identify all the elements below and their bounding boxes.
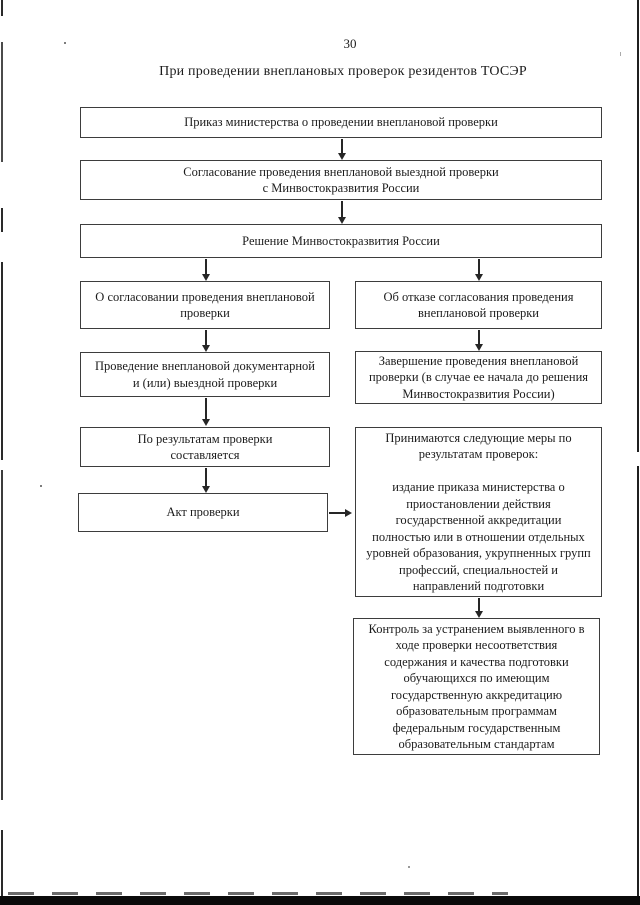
flow-node-conduct-inspection: Проведение внеплановой документарной и (… xyxy=(80,352,330,397)
flow-node-approval-refused: Об отказе согласования проведения внепла… xyxy=(355,281,602,329)
scan-right-border-segment xyxy=(637,466,639,905)
arrow-down-conduct-to-results xyxy=(205,398,207,419)
flow-node-approval-with-minvostok: Согласование проведения внеплановой выез… xyxy=(80,160,602,200)
flow-node-control-of-elimination: Контроль за устранением выявленного в хо… xyxy=(353,618,600,755)
scan-speck xyxy=(64,42,66,44)
arrow-down-approval-to-decision xyxy=(341,201,343,217)
arrow-down-refused-to-completion xyxy=(478,330,480,344)
arrow-down-decision-to-refused xyxy=(478,259,480,274)
flow-node-minvostok-decision: Решение Минвостокразвития России xyxy=(80,224,602,258)
scan-right-border-segment xyxy=(637,0,639,452)
arrow-down-measures-to-control xyxy=(478,598,480,611)
page-title: При проведении внеплановых проверок рези… xyxy=(159,64,527,79)
flow-node-ministry-order: Приказ министерства о проведении внеплан… xyxy=(80,107,602,138)
arrow-down-decision-to-approved xyxy=(205,259,207,274)
scan-left-border-segment xyxy=(1,0,3,16)
arrow-down-results-to-act xyxy=(205,468,207,486)
scan-speck xyxy=(620,52,621,56)
scan-bottom-edge-bar xyxy=(0,896,640,905)
scan-left-border-segment xyxy=(1,470,3,800)
arrow-down-approved-to-conduct xyxy=(205,330,207,345)
scan-speck xyxy=(408,866,410,868)
scan-left-border-segment xyxy=(1,42,3,162)
arrow-down-order-to-approval xyxy=(341,139,343,153)
page-number: 30 xyxy=(343,36,357,51)
scan-left-border-segment xyxy=(1,208,3,232)
flow-node-inspection-results: По результатам проверки составляется xyxy=(80,427,330,467)
scan-left-border-segment xyxy=(1,830,3,905)
flow-node-measures-taken: Принимаются следующие меры по результата… xyxy=(355,427,602,597)
scan-bottom-fuzz xyxy=(8,892,508,895)
arrow-right-act-to-measures xyxy=(329,512,345,514)
scan-left-border-segment xyxy=(1,262,3,460)
flow-node-inspection-completion: Завершение проведения внеплановой провер… xyxy=(355,351,602,404)
scan-speck xyxy=(40,485,42,487)
flow-node-inspection-act: Акт проверки xyxy=(78,493,328,532)
flow-node-approval-granted: О согласовании проведения внеплановой пр… xyxy=(80,281,330,329)
